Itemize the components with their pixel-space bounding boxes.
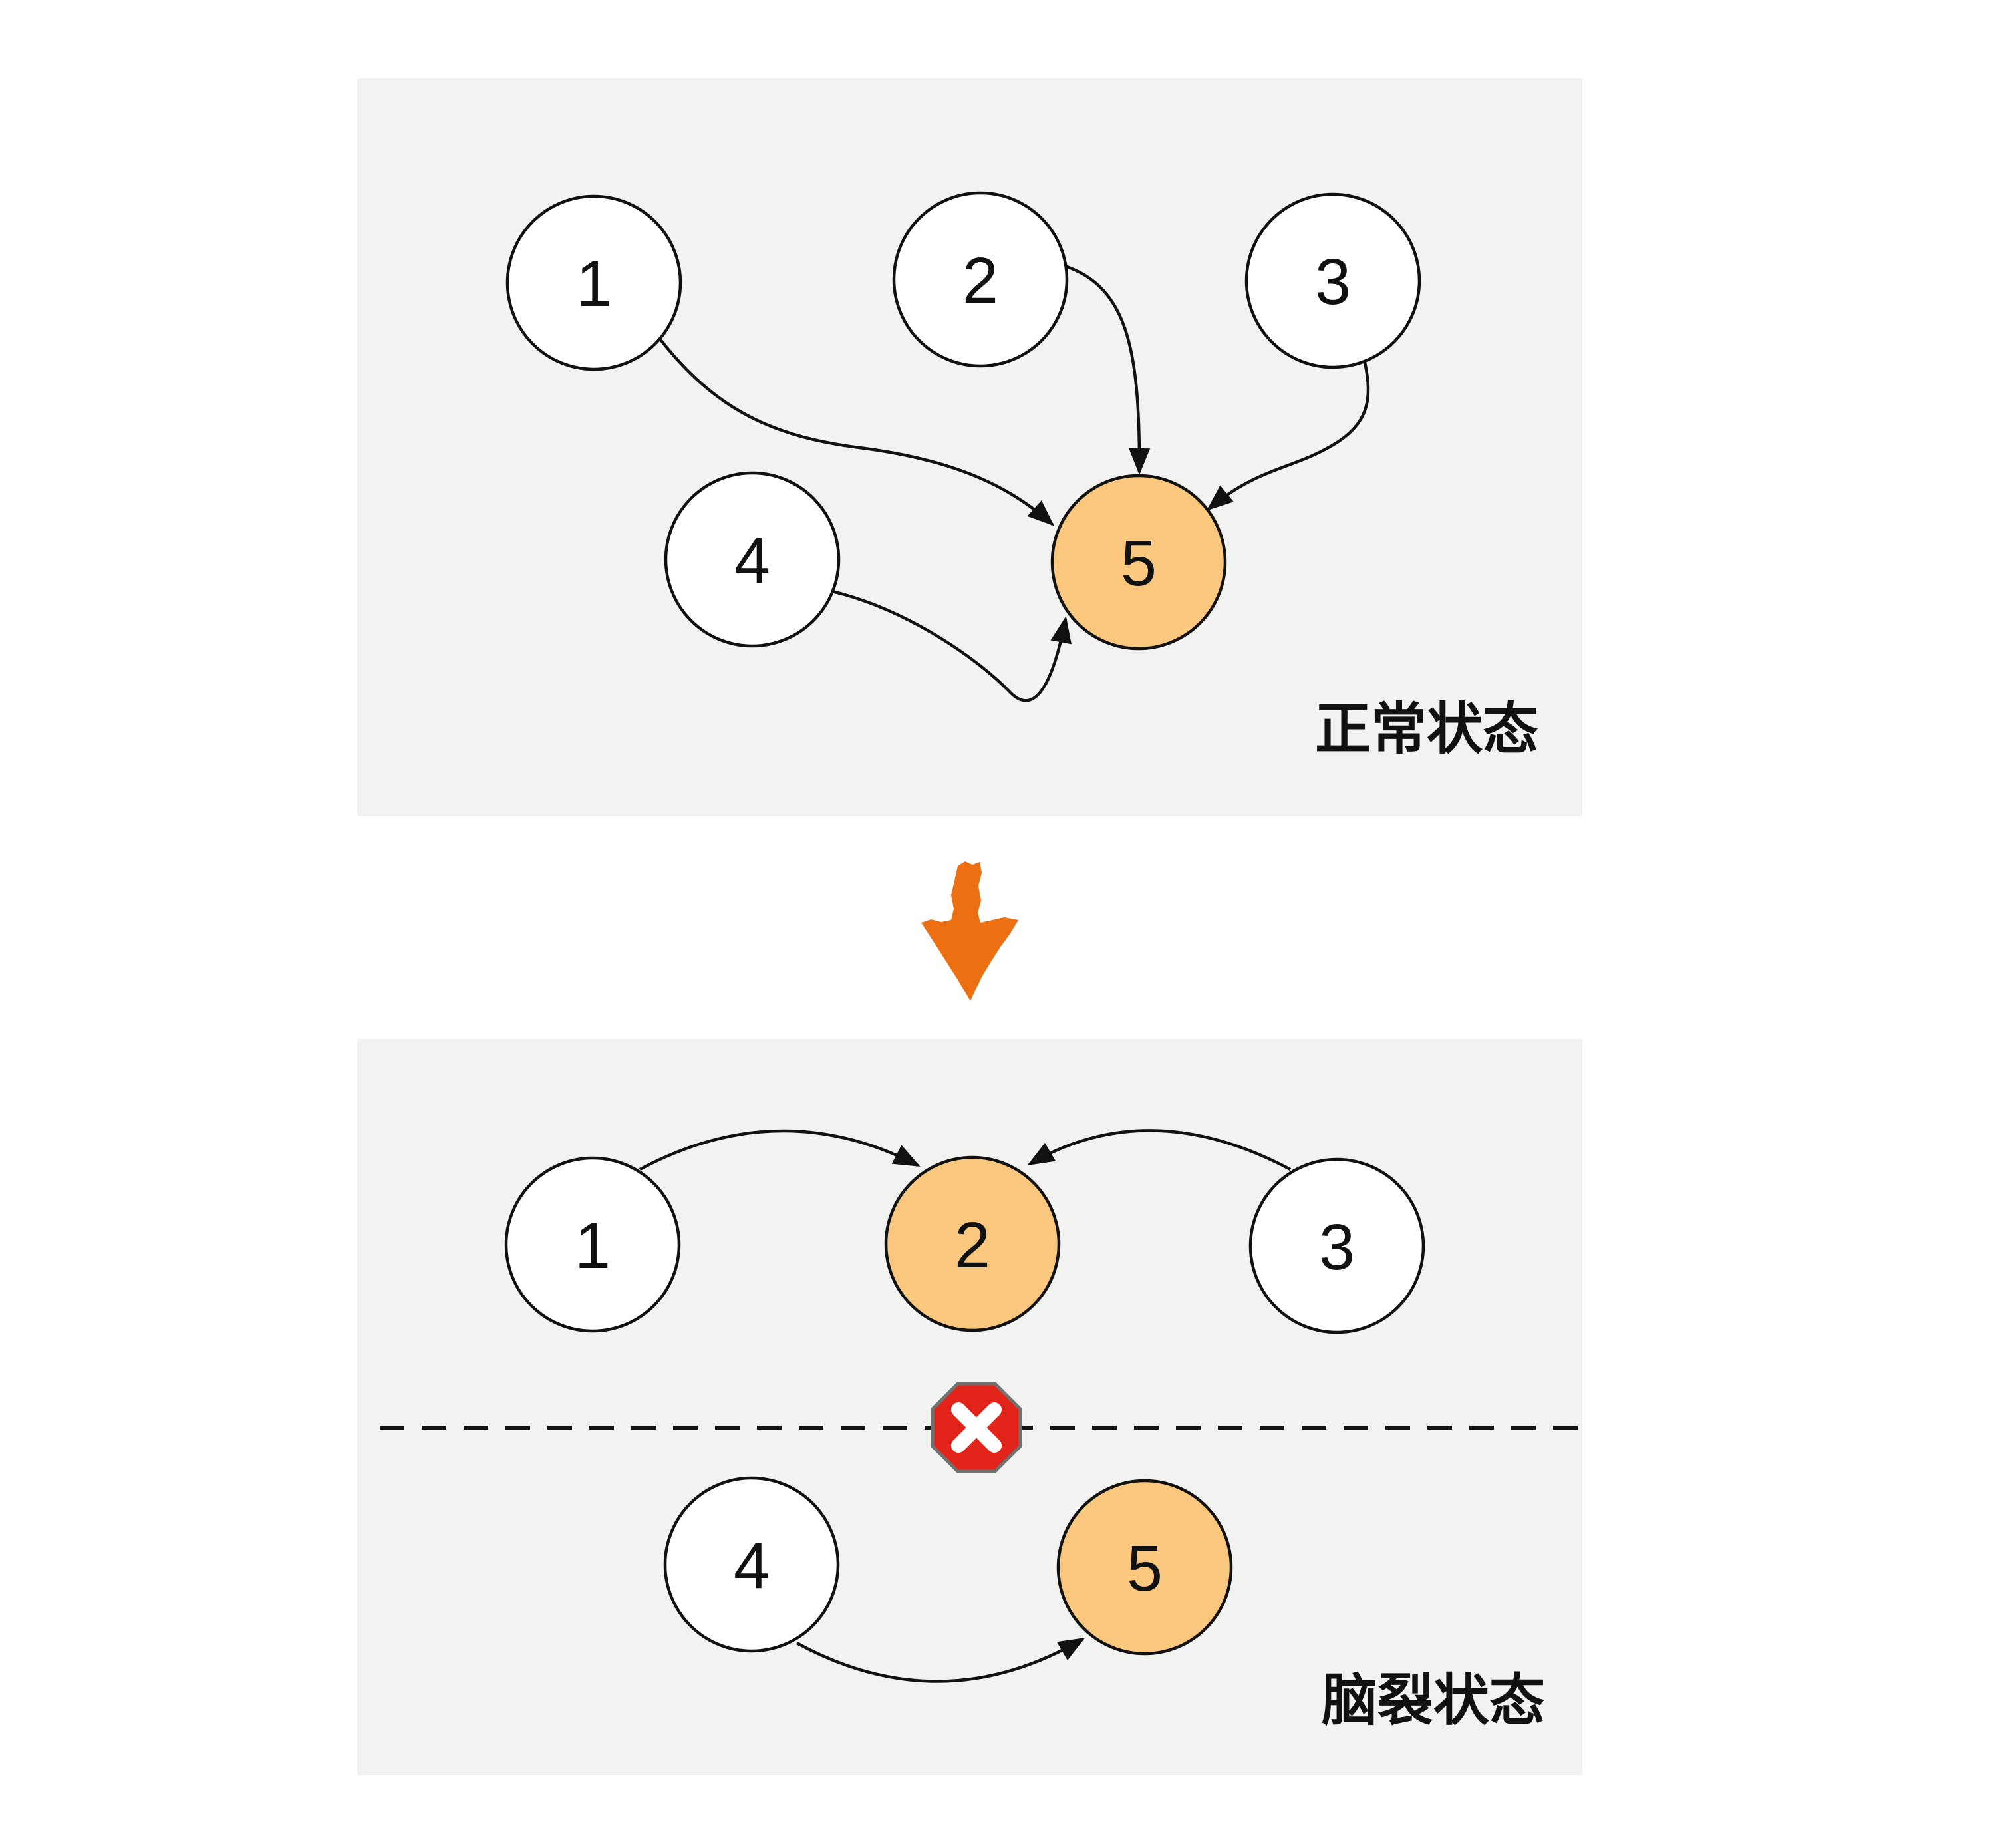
node-b5-leader: 5 <box>1056 1479 1233 1656</box>
node-4-circle <box>664 471 841 648</box>
transition-down-arrow-icon <box>921 861 1018 1001</box>
node-b5-circle <box>1056 1479 1233 1656</box>
node-3-label: 3 <box>1315 245 1351 318</box>
node-5-leader: 5 <box>1050 474 1227 651</box>
node-b4: 4 <box>663 1476 840 1653</box>
node-4: 4 <box>664 471 841 648</box>
node-b3-circle <box>1248 1157 1425 1334</box>
edge-1-to-5 <box>656 334 1054 526</box>
node-b1-circle <box>504 1156 681 1333</box>
edge-1-to-2 <box>639 1129 921 1171</box>
caption-split-brain-state: 脑裂状态 <box>1322 1669 1545 1732</box>
edge-2-to-5 <box>1058 262 1151 475</box>
node-1-circle <box>505 194 682 371</box>
node-4-label: 4 <box>734 524 770 597</box>
node-2: 2 <box>892 191 1069 368</box>
node-b4-label: 4 <box>734 1529 770 1602</box>
node-b3: 3 <box>1248 1157 1425 1334</box>
node-b2-leader: 2 <box>884 1155 1061 1332</box>
panel-normal-state: 1 2 3 4 5 正常状态 <box>357 78 1582 816</box>
edge-3-to-5 <box>1206 359 1370 511</box>
node-1-label: 1 <box>576 247 612 320</box>
node-3-circle <box>1244 192 1421 369</box>
caption-normal-state: 正常状态 <box>1315 698 1538 760</box>
node-b3-label: 3 <box>1319 1211 1355 1283</box>
edge-4-to-5 <box>829 589 1072 702</box>
node-5-label: 5 <box>1121 527 1157 599</box>
node-b1-label: 1 <box>575 1209 611 1282</box>
node-5-circle <box>1050 474 1227 651</box>
node-b2-circle <box>884 1155 1061 1332</box>
node-2-label: 2 <box>962 244 998 317</box>
node-b2-label: 2 <box>954 1209 990 1281</box>
node-1: 1 <box>505 194 682 371</box>
edge-3-to-2 <box>1027 1129 1292 1171</box>
edge-4-to-5b <box>795 1637 1085 1683</box>
node-2-circle <box>892 191 1069 368</box>
node-b4-circle <box>663 1476 840 1653</box>
node-b1: 1 <box>504 1156 681 1333</box>
blocked-x-stop-icon <box>931 1382 1022 1473</box>
panel-split-brain-state: 1 2 3 4 5 脑裂状态 <box>357 1039 1582 1775</box>
stop-x-stroke-2 <box>951 1402 1002 1453</box>
node-b5-label: 5 <box>1127 1532 1163 1604</box>
node-3: 3 <box>1244 192 1421 369</box>
